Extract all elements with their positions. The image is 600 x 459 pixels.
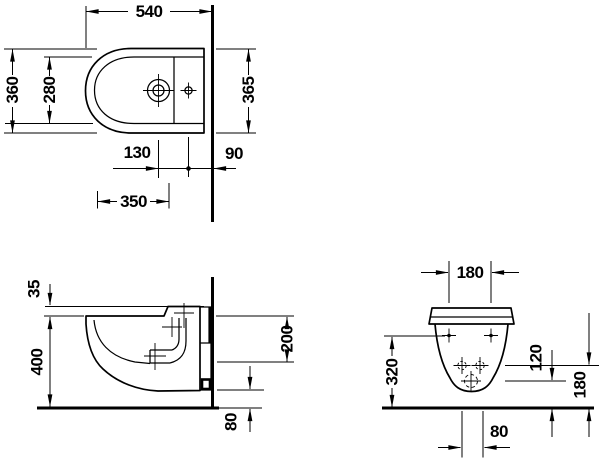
dim-label-rim-height: 400	[28, 349, 47, 376]
dim-label-supply-height: 180	[571, 372, 590, 399]
fixing-hole-icon	[489, 333, 493, 338]
supply-hole-icon	[475, 360, 485, 371]
dim-label-length: 540	[136, 2, 163, 21]
bidet-profile-outline	[85, 305, 201, 392]
dim-label-deck-rise: 35	[25, 280, 44, 298]
extension-lines-plan	[4, 6, 256, 209]
supply-hole-crosshairs	[453, 357, 489, 374]
extension-lines-side	[44, 315, 294, 409]
connection-crosshairs-side	[144, 303, 194, 370]
supply-hole-crosshair-icon	[180, 82, 197, 99]
dim-label-supply-spacing: 80	[490, 422, 508, 441]
tap-hole-crosshair-icon	[143, 74, 175, 107]
rim-outline-front	[428, 307, 515, 325]
dim-label-drain-height: 120	[527, 345, 546, 372]
front-view: 180 320 120 180 80	[382, 261, 599, 458]
side-view: 35 400 200 80	[25, 277, 297, 432]
dim-label-fixing-spacing: 180	[457, 263, 484, 282]
dim-label-clearance: 80	[222, 413, 241, 431]
dim-label-fixing-height: 320	[383, 359, 402, 386]
dim-label-wall-offset: 90	[225, 144, 243, 163]
supply-hole-icon	[457, 360, 467, 371]
drain-outlet-square	[200, 378, 212, 391]
bidet-outer-outline-plan	[84, 47, 205, 134]
body-outline-front	[434, 323, 509, 393]
drain-trap-lines	[149, 318, 187, 364]
plan-view: 540 360 280 365 130 90 350	[3, 2, 258, 222]
dim-label-back-width: 365	[239, 77, 258, 104]
drain-hole-icon	[464, 374, 478, 388]
fixing-hole-icon	[447, 333, 451, 338]
dim-label-bowl-width: 280	[40, 77, 59, 104]
dim-label-outlet-height: 200	[278, 326, 297, 353]
dim-label-tap-spacing: 130	[124, 143, 151, 162]
dim-label-drain-offset: 350	[120, 192, 147, 211]
reference-dot	[186, 166, 191, 171]
dim-label-width: 360	[3, 77, 22, 104]
drain-hole-crosshair	[461, 371, 481, 391]
bowl-section-line	[93, 319, 151, 365]
bidet-rim-inner-line-plan	[93, 56, 204, 125]
mounting-gap-fill	[208, 307, 212, 343]
